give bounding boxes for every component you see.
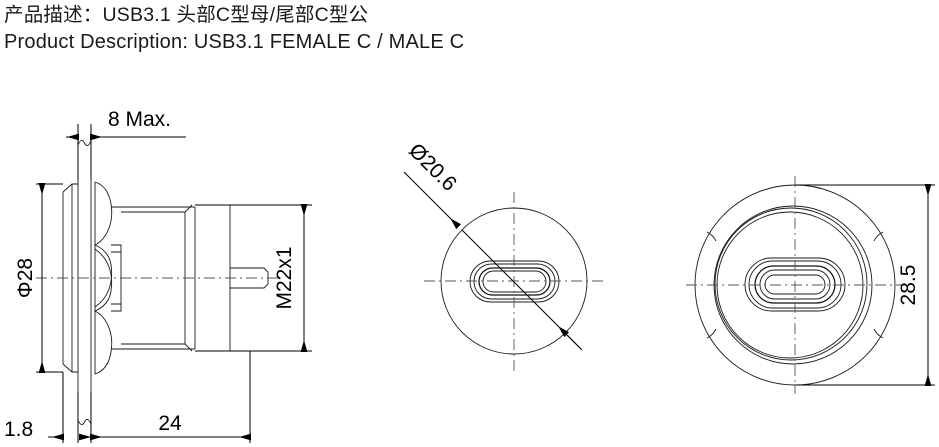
dimension-label-thickness-max: 8 Max. [108,108,171,131]
dimension-thread: M22x1 [195,204,312,352]
dimension-label-flange-thickness: 1.8 [4,418,33,441]
dimension-label-outer-diameter: 28.5 [897,265,920,306]
panel-wall [77,140,92,425]
chinese-description-line: 产品描述：USB3.1 头部C型母/尾部C型公 [4,4,369,26]
rear-face-ring-2 [714,207,868,361]
rear-face-notch-tl [706,231,717,242]
dimension-label-face-diameter: Ø20.6 [404,139,461,196]
dimension-thickness-max: 8 Max. [66,108,186,180]
rear-face-notch-bl [706,328,717,339]
english-description-line: Product Description: USB3.1 FEMALE C / M… [4,31,465,53]
front-face-view: Ø20.6 [403,139,604,371]
dimension-label-flange-diameter: Φ28 [14,258,37,298]
rear-face-view: 28.5 [686,176,935,394]
dimension-label-thread: M22x1 [273,246,296,309]
dimension-face-diameter: Ø20.6 [403,139,583,351]
dimension-body-length: 24 [90,351,251,443]
usb-c-port-front [469,260,560,303]
dimension-flange-thickness: 1.8 [4,372,95,443]
dimension-flange-diameter: Φ28 [14,183,63,373]
rear-face-notch-br [873,328,884,339]
rear-face-notch-tr [873,231,884,242]
dimension-label-body-length: 24 [158,412,182,435]
dimension-outer-diameter: 28.5 [795,184,935,386]
title-block: 产品描述：USB3.1 头部C型母/尾部C型公 Product Descript… [4,2,704,56]
side-section-view: 8 Max. Φ28 M22x1 1.8 [4,108,312,443]
